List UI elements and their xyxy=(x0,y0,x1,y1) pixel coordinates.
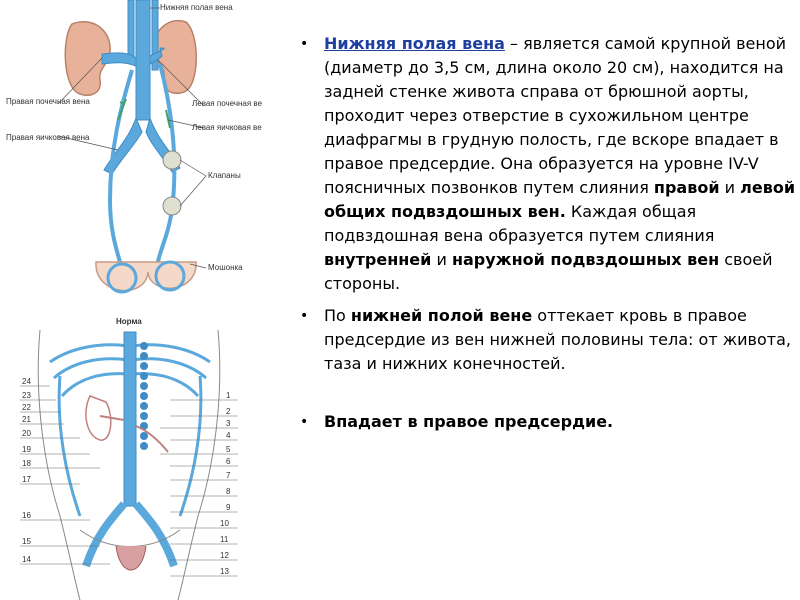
svg-text:5: 5 xyxy=(226,445,231,454)
svg-text:13: 13 xyxy=(220,567,229,576)
svg-text:6: 6 xyxy=(226,457,231,466)
figure-caption: Норма xyxy=(116,317,142,326)
label-valves: Клапаны xyxy=(208,171,241,180)
bullet-marker: • xyxy=(300,414,309,430)
label-left-renal: Левая почечная вена xyxy=(192,99,262,108)
svg-text:4: 4 xyxy=(226,431,231,440)
bullet-ivc-description: • Нижняя полая вена – является самой кру… xyxy=(300,34,796,293)
svg-text:11: 11 xyxy=(220,535,229,544)
svg-text:18: 18 xyxy=(22,459,31,468)
label-left-testicular: Левая яичковая вена xyxy=(192,123,262,132)
svg-text:15: 15 xyxy=(22,537,31,546)
term-ivc-link[interactable]: Нижняя полая вена xyxy=(324,34,505,53)
left-testicular-vein xyxy=(156,63,177,263)
bullet-right-atrium: • Впадает в правое предсердие. xyxy=(296,410,796,434)
svg-text:7: 7 xyxy=(226,471,231,480)
svg-text:21: 21 xyxy=(22,415,31,424)
svg-text:24: 24 xyxy=(22,377,31,386)
svg-text:23: 23 xyxy=(22,391,31,400)
svg-text:3: 3 xyxy=(226,419,231,428)
svg-text:19: 19 xyxy=(22,445,31,454)
svg-text:16: 16 xyxy=(22,511,31,520)
label-ivc: Нижняя полая вена xyxy=(160,3,233,12)
right-testicular-vein xyxy=(107,69,134,263)
inferior-vena-cava xyxy=(135,0,151,121)
bullet-marker: • xyxy=(300,36,309,52)
bullet-drainage: • По нижней полой вене оттекает кровь в … xyxy=(300,306,791,373)
text-panel: • Нижняя полая вена – является самой кру… xyxy=(296,32,796,434)
illustration-ivc-renal-testicular: Нижняя полая вена Правая почечная вена П… xyxy=(6,0,262,294)
svg-text:9: 9 xyxy=(226,503,231,512)
valve-lower xyxy=(162,196,182,216)
label-scrotum: Мошонка xyxy=(208,263,243,272)
label-right-testicular: Правая яичковая вена xyxy=(6,133,90,142)
numbers-left: 24 23 22 21 20 19 18 17 16 15 14 xyxy=(22,377,31,564)
svg-text:12: 12 xyxy=(220,551,229,560)
valve-upper xyxy=(162,150,182,170)
right-renal-vein xyxy=(101,52,137,67)
svg-text:22: 22 xyxy=(22,403,31,412)
bullet-marker: • xyxy=(300,308,309,324)
right-kidney xyxy=(64,21,111,96)
pelvic-plexus xyxy=(115,545,147,571)
svg-text:8: 8 xyxy=(226,487,231,496)
label-right-renal: Правая почечная вена xyxy=(6,97,90,106)
svg-text:14: 14 xyxy=(22,555,31,564)
illustration-abdominal-veins: Норма xyxy=(20,317,238,600)
svg-text:20: 20 xyxy=(22,429,31,438)
scrotum xyxy=(95,261,197,292)
svg-text:10: 10 xyxy=(220,519,229,528)
numbers-right: 1 2 3 4 5 6 7 8 9 10 11 12 13 xyxy=(220,391,231,576)
left-renal-vein xyxy=(149,47,165,65)
svg-text:17: 17 xyxy=(22,475,31,484)
ivc-trunk xyxy=(123,331,137,507)
svg-text:2: 2 xyxy=(226,407,231,416)
svg-text:1: 1 xyxy=(226,391,231,400)
